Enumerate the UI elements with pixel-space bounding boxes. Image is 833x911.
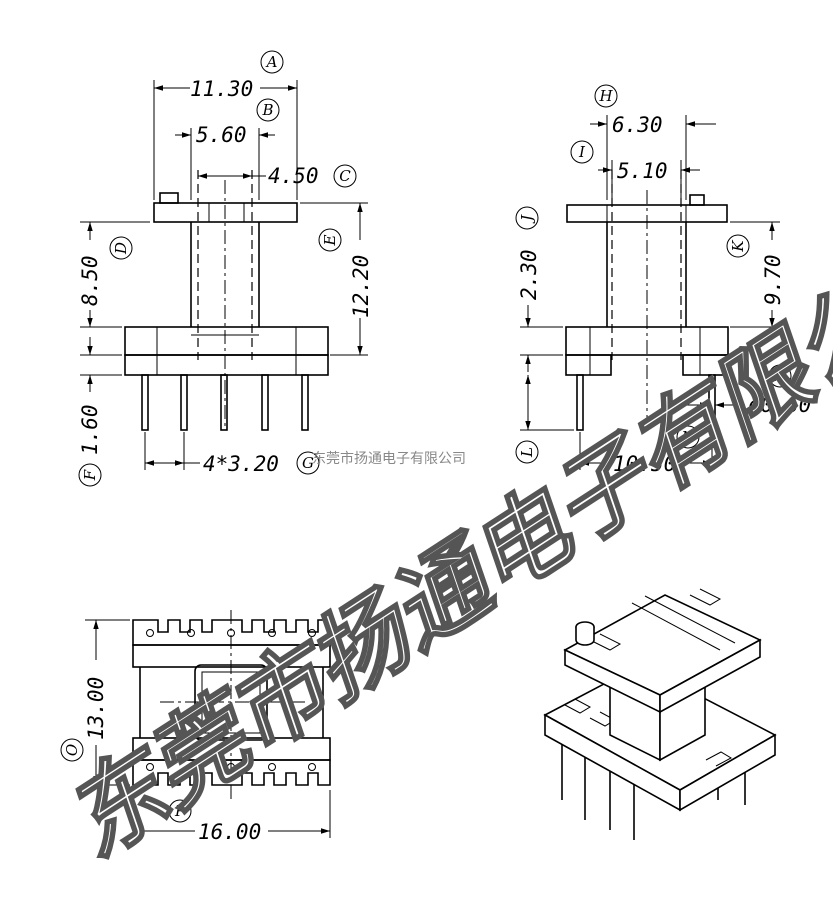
top-view: 13.00 O 16.00 P (60, 610, 331, 844)
label-n: N (680, 428, 695, 446)
dim-k-value: 9.70 (761, 254, 785, 305)
side-view: 6.30 H 5.10 I 2.30 J 9.70 K L (515, 84, 811, 476)
label-h: H (598, 87, 613, 105)
label-g: G (302, 454, 314, 472)
front-view: 11.30 A 5.60 B 4.50 C 8.50 D 12.20 E (78, 50, 373, 487)
label-p: P (174, 802, 186, 820)
dim-f-value: 1.60 (78, 404, 102, 455)
dim-m-value: ø0.60 (748, 393, 811, 417)
dim-i-value: 5.10 (617, 159, 668, 183)
label-k: K (729, 240, 747, 253)
dim-g-value: 4*3.20 (203, 452, 279, 476)
isometric-view (543, 588, 777, 840)
dim-n-value: 10.50 (613, 452, 676, 476)
dim-e-value: 12.20 (349, 255, 373, 318)
dim-a-value: 11.30 (190, 77, 253, 101)
label-m: M (771, 367, 788, 385)
label-o: O (63, 744, 81, 756)
label-d: D (112, 242, 130, 255)
dim-o-value: 13.00 (84, 677, 108, 740)
watermark-small: 东莞市扬通电子有限公司 (312, 450, 466, 467)
label-j: J (518, 214, 536, 224)
dim-p-value: 16.00 (198, 820, 261, 844)
label-l: L (518, 447, 536, 458)
label-f: F (81, 469, 99, 481)
dim-d-value: 8.50 (78, 255, 102, 306)
dim-c-value: 4.50 (268, 164, 319, 188)
label-c: C (339, 167, 351, 185)
dim-b-value: 5.60 (196, 123, 247, 147)
label-e: E (321, 234, 339, 246)
label-a: A (265, 53, 278, 71)
dim-h-value: 6.30 (612, 113, 663, 137)
label-b: B (261, 101, 273, 119)
label-i: I (578, 143, 586, 161)
dim-j-value: 2.30 (517, 249, 541, 300)
